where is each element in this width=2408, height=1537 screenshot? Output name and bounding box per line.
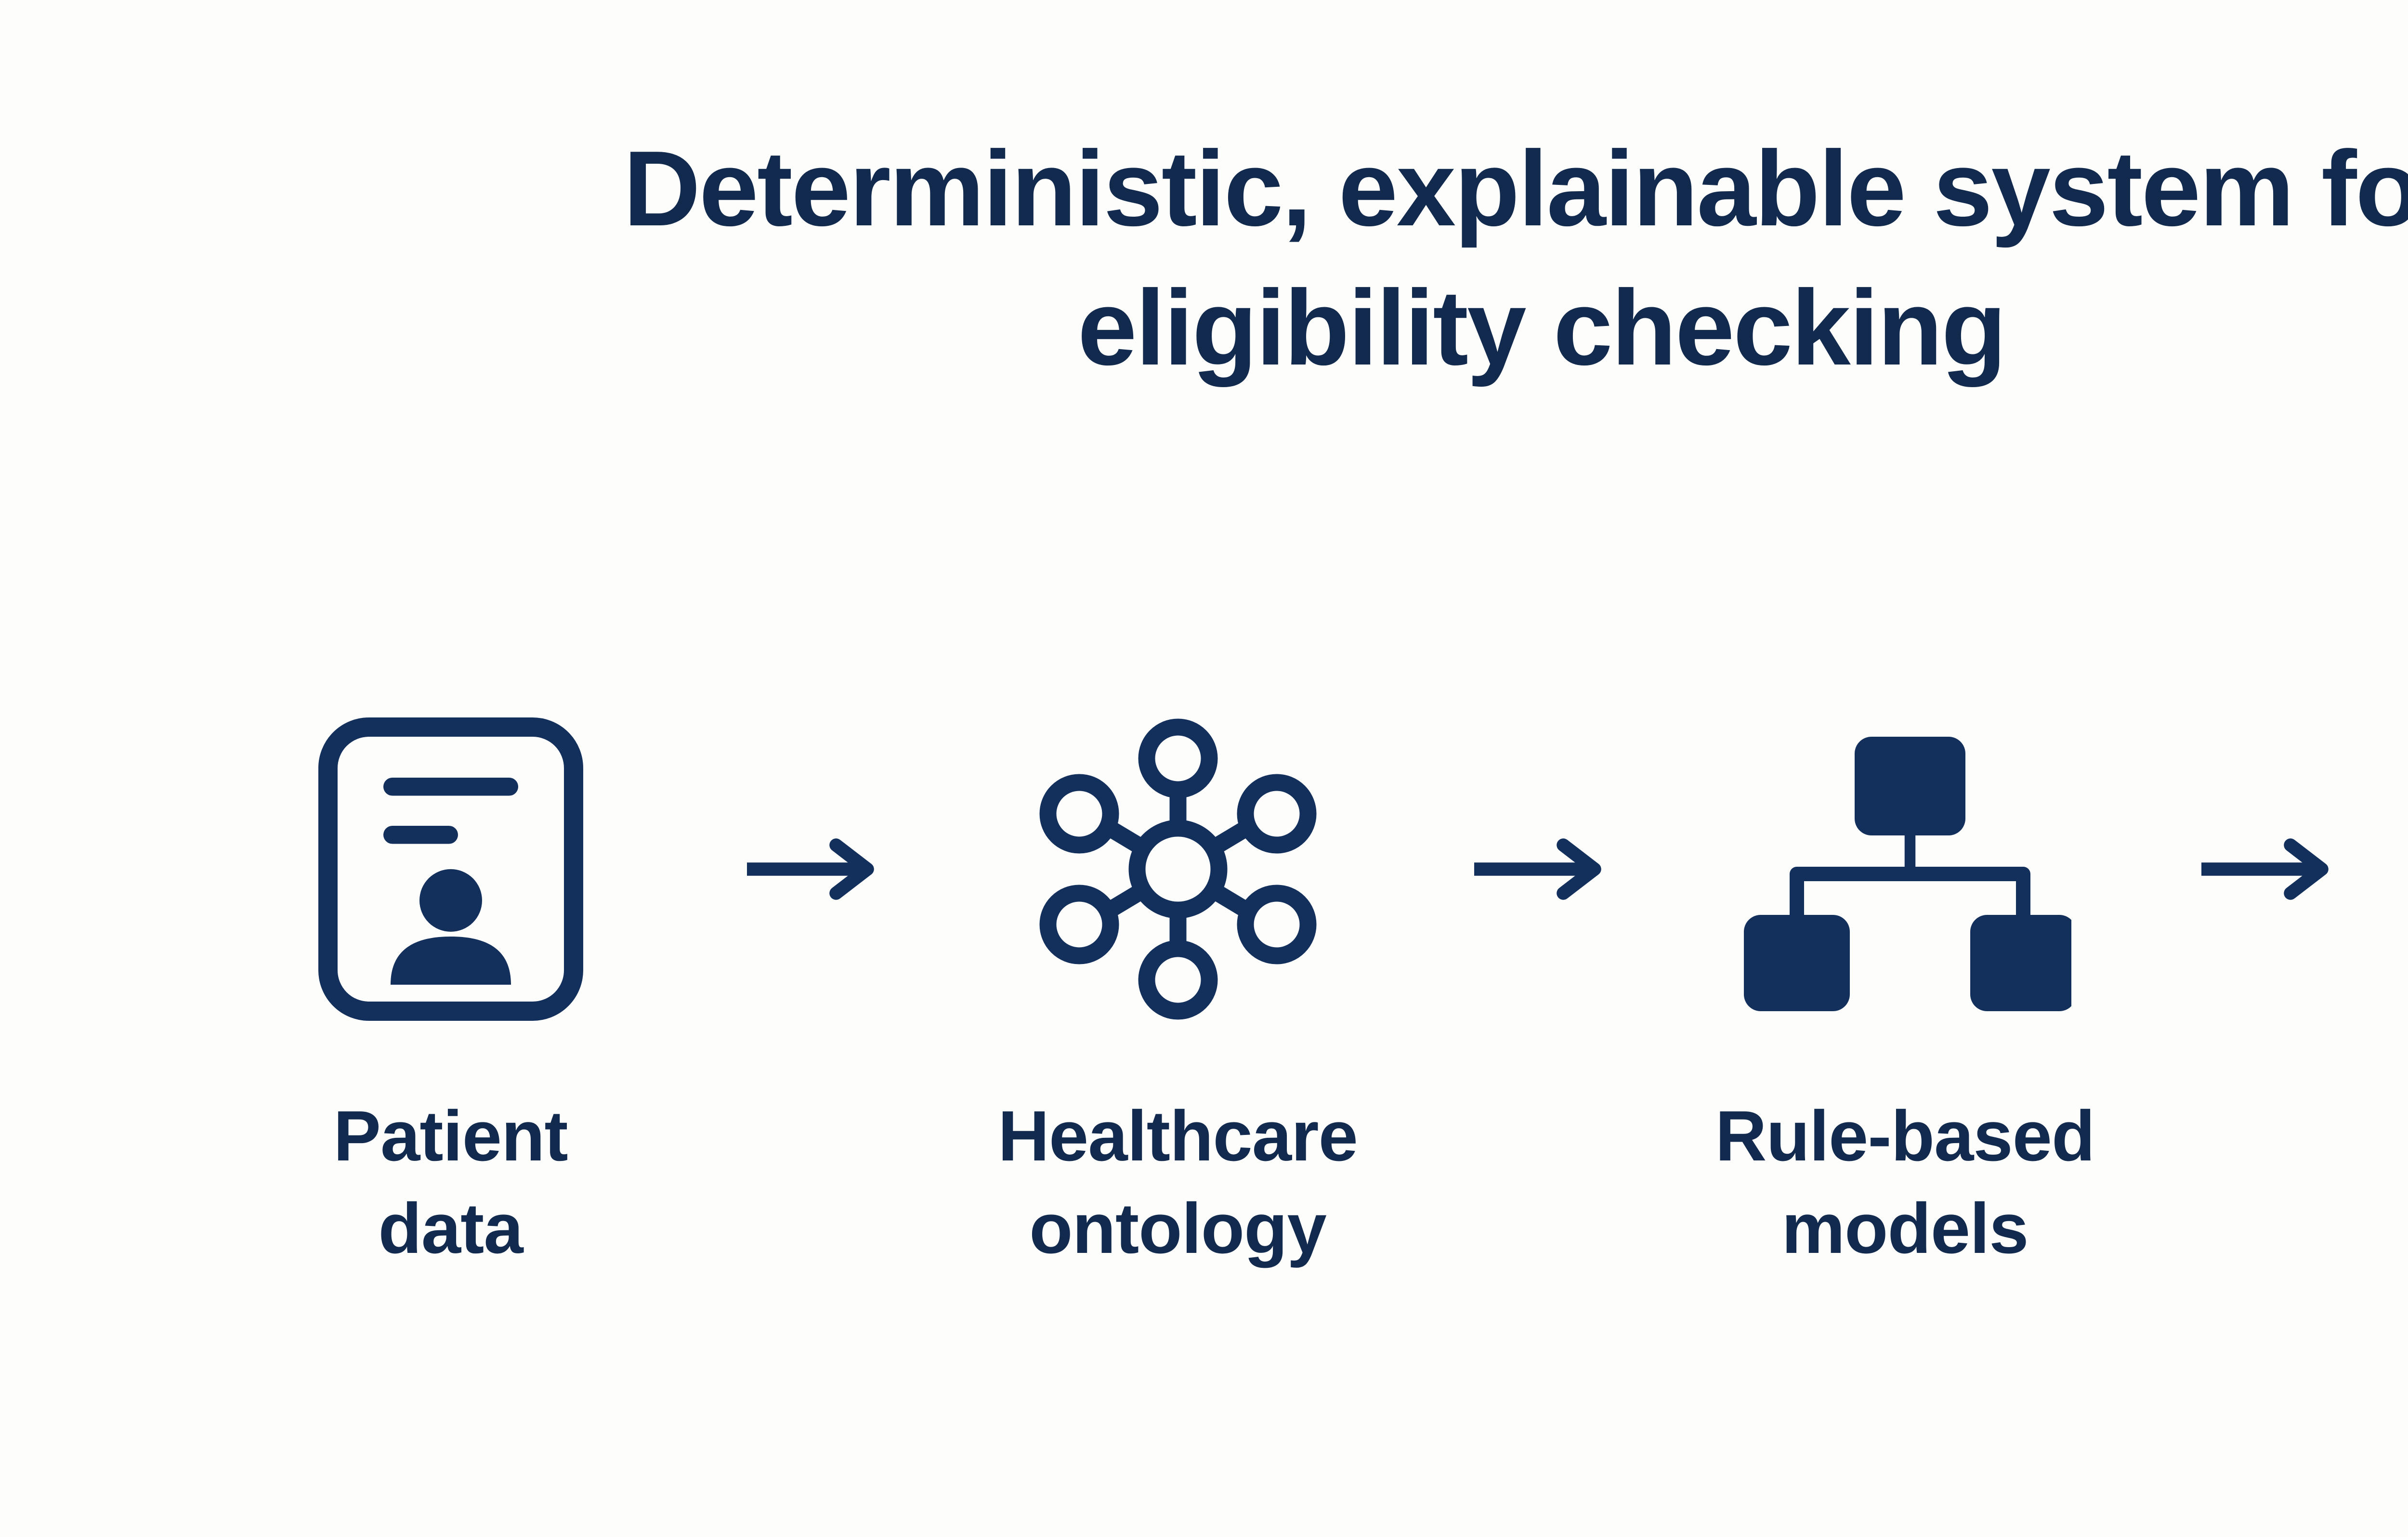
flow-step-eligibility-outcome: Eligibility outcome [2382,669,2408,1276]
hierarchy-tree-icon [1727,669,2083,1069]
page-title-line-1: Deterministic, explainable system for [623,129,2408,248]
arrow-right-icon [2156,669,2382,1069]
arrow-right-icon [701,669,928,1069]
page-title-line-2: eligibility checking [1077,268,2006,388]
process-flow: Patient data [0,669,2408,1276]
flow-step-label: Patient data [333,1096,568,1269]
flow-step-healthcare-ontology: Healthcare ontology [928,669,1428,1276]
patient-record-card-icon [273,669,629,1069]
flow-step-rule-based-models: Rule-based models [1655,669,2156,1276]
network-ontology-icon [1000,669,1356,1069]
flow-step-label: Rule-based models [1715,1096,2095,1269]
flow-step-patient-data: Patient data [200,669,701,1276]
arrow-right-icon [1428,669,1655,1069]
page-title: Deterministic, explainable system for el… [0,119,2408,397]
flow-step-label: Healthcare ontology [998,1096,1358,1269]
